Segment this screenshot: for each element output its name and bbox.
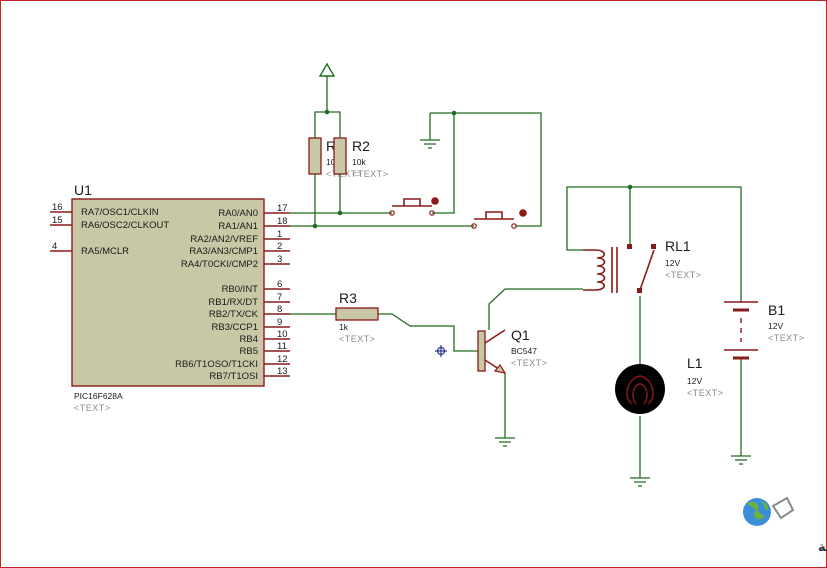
u1-pin-number: 2	[277, 241, 282, 252]
logo-caption: القرية الالكترونية	[818, 540, 827, 555]
rl1-text: <TEXT>	[665, 270, 702, 280]
r1-value: 10	[326, 157, 336, 167]
u1-pin-name: RA2/AN2/VREF	[190, 234, 258, 245]
r2-ref: R2	[352, 138, 370, 154]
transistor-q1[interactable]: Q1 BC547 <TEXT>	[477, 327, 548, 374]
u1-pin-name: RB5	[240, 346, 258, 357]
u1-pin-number: 15	[52, 215, 63, 226]
ground-icon	[495, 437, 515, 447]
ground-icon	[731, 455, 751, 465]
relay-rl1[interactable]: RL1 12V <TEXT>	[583, 238, 702, 293]
r3-text: <TEXT>	[339, 334, 376, 344]
u1-pin-number: 11	[277, 341, 287, 352]
logo: القرية الالكترونية	[743, 496, 827, 555]
u1-pin-number: 13	[277, 366, 288, 377]
r1-ref: R	[326, 138, 336, 154]
u1-pin-number: 9	[277, 317, 282, 328]
q1-value: BC547	[511, 346, 537, 356]
u1-pin-name: RB2/TX/CK	[209, 309, 259, 320]
u1-pin-name: RA0/AN0	[218, 208, 258, 219]
wire-q1-coil	[488, 288, 583, 330]
u1-pin-number: 4	[52, 241, 57, 252]
wire-vcc-r1	[314, 76, 328, 138]
wire-vcc-r2	[327, 111, 341, 138]
wire-top-rail	[566, 186, 742, 302]
u1-pin-name: RB6/T1OSO/T1CKI	[175, 359, 258, 370]
q1-ref: Q1	[511, 327, 530, 343]
vcc-arrow-icon	[318, 62, 336, 77]
resistor-r2[interactable]: R2 10k <TEXT>	[333, 137, 389, 179]
u1-pin-number: 18	[277, 216, 288, 227]
u1-pin-number: 17	[277, 203, 288, 214]
probe-crosshair-icon	[435, 345, 447, 357]
u1-pin-name: RA5/MCLR	[81, 246, 129, 257]
b1-text: <TEXT>	[768, 333, 805, 343]
l1-ref: L1	[687, 355, 703, 371]
b1-value: 12V	[768, 321, 783, 331]
b1-ref: B1	[768, 302, 785, 318]
rl1-ref: RL1	[665, 238, 691, 254]
r2-value: 10k	[352, 157, 366, 167]
battery-b1[interactable]: B1 12V <TEXT>	[724, 301, 805, 360]
q1-text: <TEXT>	[511, 358, 548, 368]
u1-pin-name: RA3/AN3/CMP1	[189, 246, 258, 257]
wires	[290, 76, 742, 478]
u1-pin-name: RA6/OSC2/CLKOUT	[81, 220, 169, 231]
u1-pin-name: RB3/CCP1	[212, 322, 258, 333]
wrench-icon	[771, 496, 795, 520]
u1-left-pins: 16 RA7/OSC1/CLKIN 15 RA6/OSC2/CLKOUT 4 RA5/MC…	[50, 202, 169, 257]
resistor-r3[interactable]: R3 1k <TEXT>	[335, 290, 379, 344]
u1-pin-name: RB0/INT	[222, 284, 259, 295]
u1-pin-number: 12	[277, 354, 288, 365]
r2-text: <TEXT>	[352, 169, 389, 179]
r3-value: 1k	[339, 322, 349, 332]
r3-ref: R3	[339, 290, 357, 306]
u1-pin-name: RA4/T0CKI/CMP2	[181, 259, 258, 270]
lamp-l1[interactable]: L1 12V <TEXT>	[615, 355, 724, 414]
u1-pin-number: 7	[277, 292, 282, 303]
u1-pin-name: RA7/OSC1/CLKIN	[81, 207, 159, 218]
l1-value: 12V	[687, 376, 702, 386]
wire-btn-common	[432, 112, 542, 227]
u1-pin-number: 16	[52, 202, 63, 213]
u1-pin-number: 1	[277, 229, 282, 240]
u1-pin-name: RB7/T1OSI	[209, 371, 258, 382]
u1-right-pins: 17 RA0/AN0 18 RA1/AN1 1 RA2/AN2/VREF 2 RA3/AN3/…	[175, 203, 290, 382]
u1-ref: U1	[74, 182, 92, 198]
push-button-1[interactable]	[389, 197, 439, 216]
u1-pin-number: 8	[277, 304, 282, 315]
u1-pin-name: RB1/RX/DT	[208, 297, 258, 308]
rl1-value: 12V	[665, 258, 680, 268]
l1-text: <TEXT>	[687, 388, 724, 398]
ground-icon	[630, 477, 650, 487]
push-button-2[interactable]	[471, 209, 527, 229]
u1-pin-number: 10	[277, 329, 288, 340]
u1-pin-name: RB4	[240, 334, 258, 345]
ground-icon	[420, 139, 440, 149]
u1-pin-number: 6	[277, 279, 282, 290]
u1-text: <TEXT>	[74, 403, 111, 413]
wire-r3-q1	[378, 313, 479, 352]
u1-part: PIC16F628A	[74, 391, 123, 401]
u1-body	[71, 198, 265, 387]
u1-pin-name: RA1/AN1	[218, 221, 258, 232]
u1-pin-number: 3	[277, 254, 282, 265]
